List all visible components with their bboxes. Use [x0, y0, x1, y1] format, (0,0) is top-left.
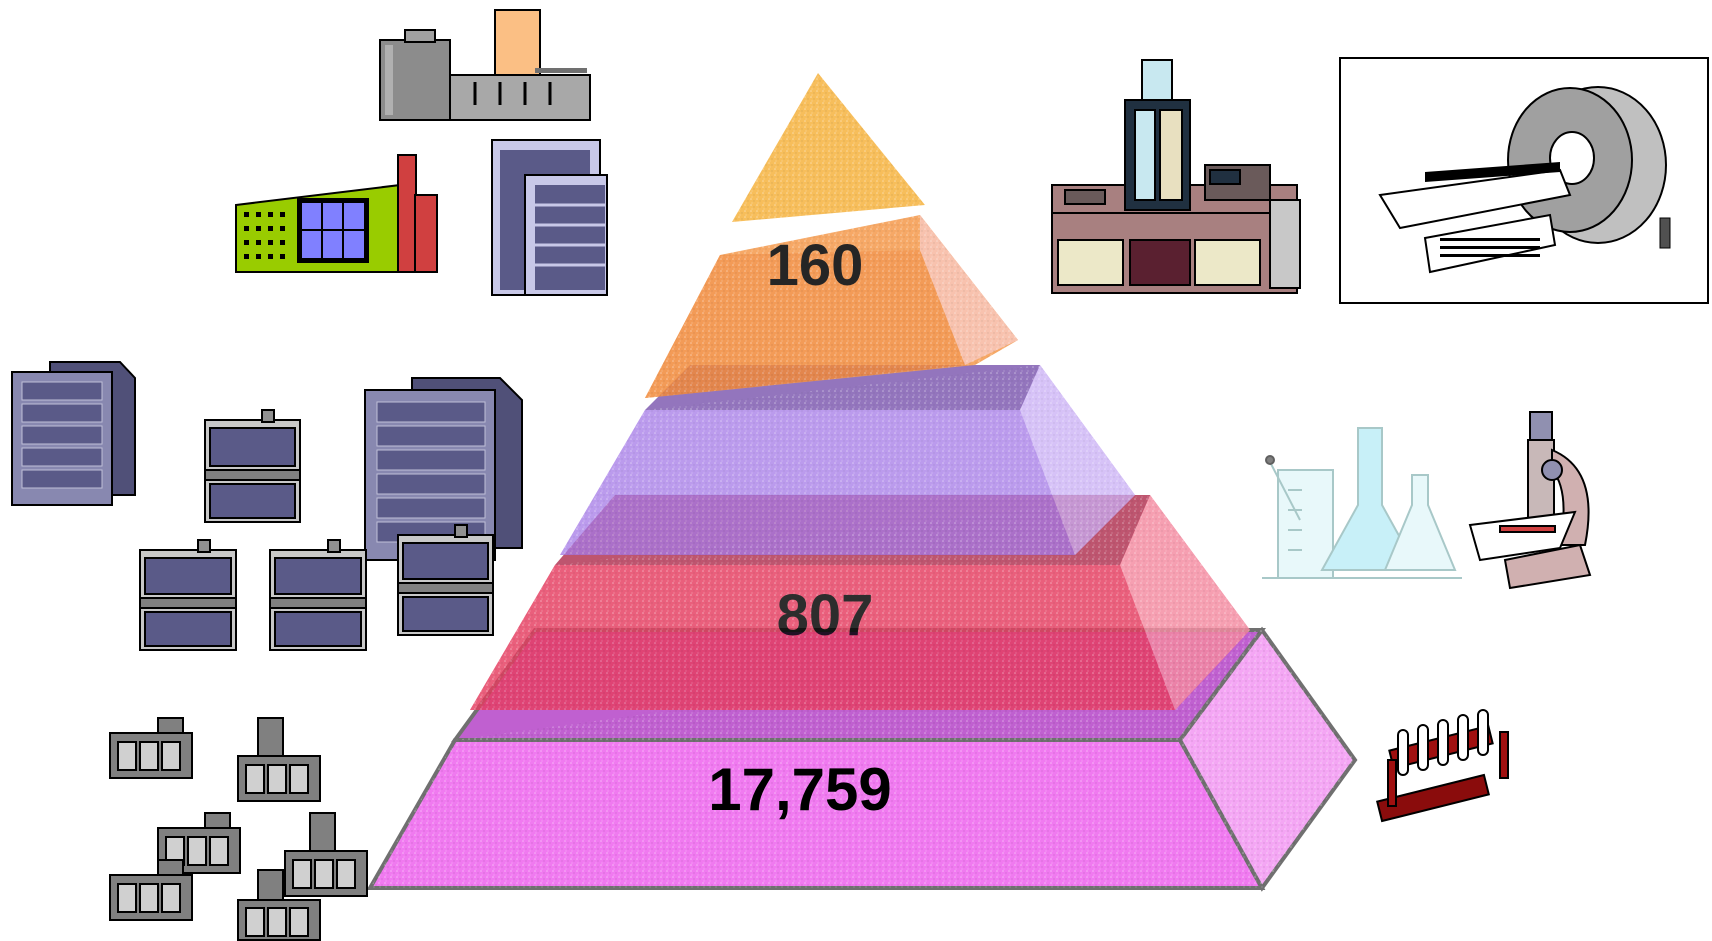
tier-count-orange: 160 — [767, 233, 864, 298]
tier-count-red: 807 — [777, 583, 874, 648]
small-clinic-buildings-icon — [109, 717, 368, 941]
lab-glassware-icon — [1262, 427, 1462, 579]
pyramid: 17,759 807 160 — [366, 73, 1358, 892]
apartment-blocks-icon — [11, 361, 523, 651]
microscope-icon — [1468, 411, 1592, 590]
pyramid-tier-purple — [560, 365, 1135, 555]
mri-scanner-icon — [1339, 57, 1709, 304]
hospital-complex-icon — [379, 9, 591, 121]
tier-count-bottom: 17,759 — [708, 756, 892, 823]
test-tube-rack-icon — [1376, 709, 1509, 823]
office-tower-icon — [491, 139, 608, 296]
electron-microscope-lab-icon — [1051, 59, 1301, 294]
pyramid-tier-top — [732, 73, 925, 222]
modern-building-icon — [235, 154, 438, 273]
pyramid-tier-orange: 160 — [645, 215, 1018, 398]
